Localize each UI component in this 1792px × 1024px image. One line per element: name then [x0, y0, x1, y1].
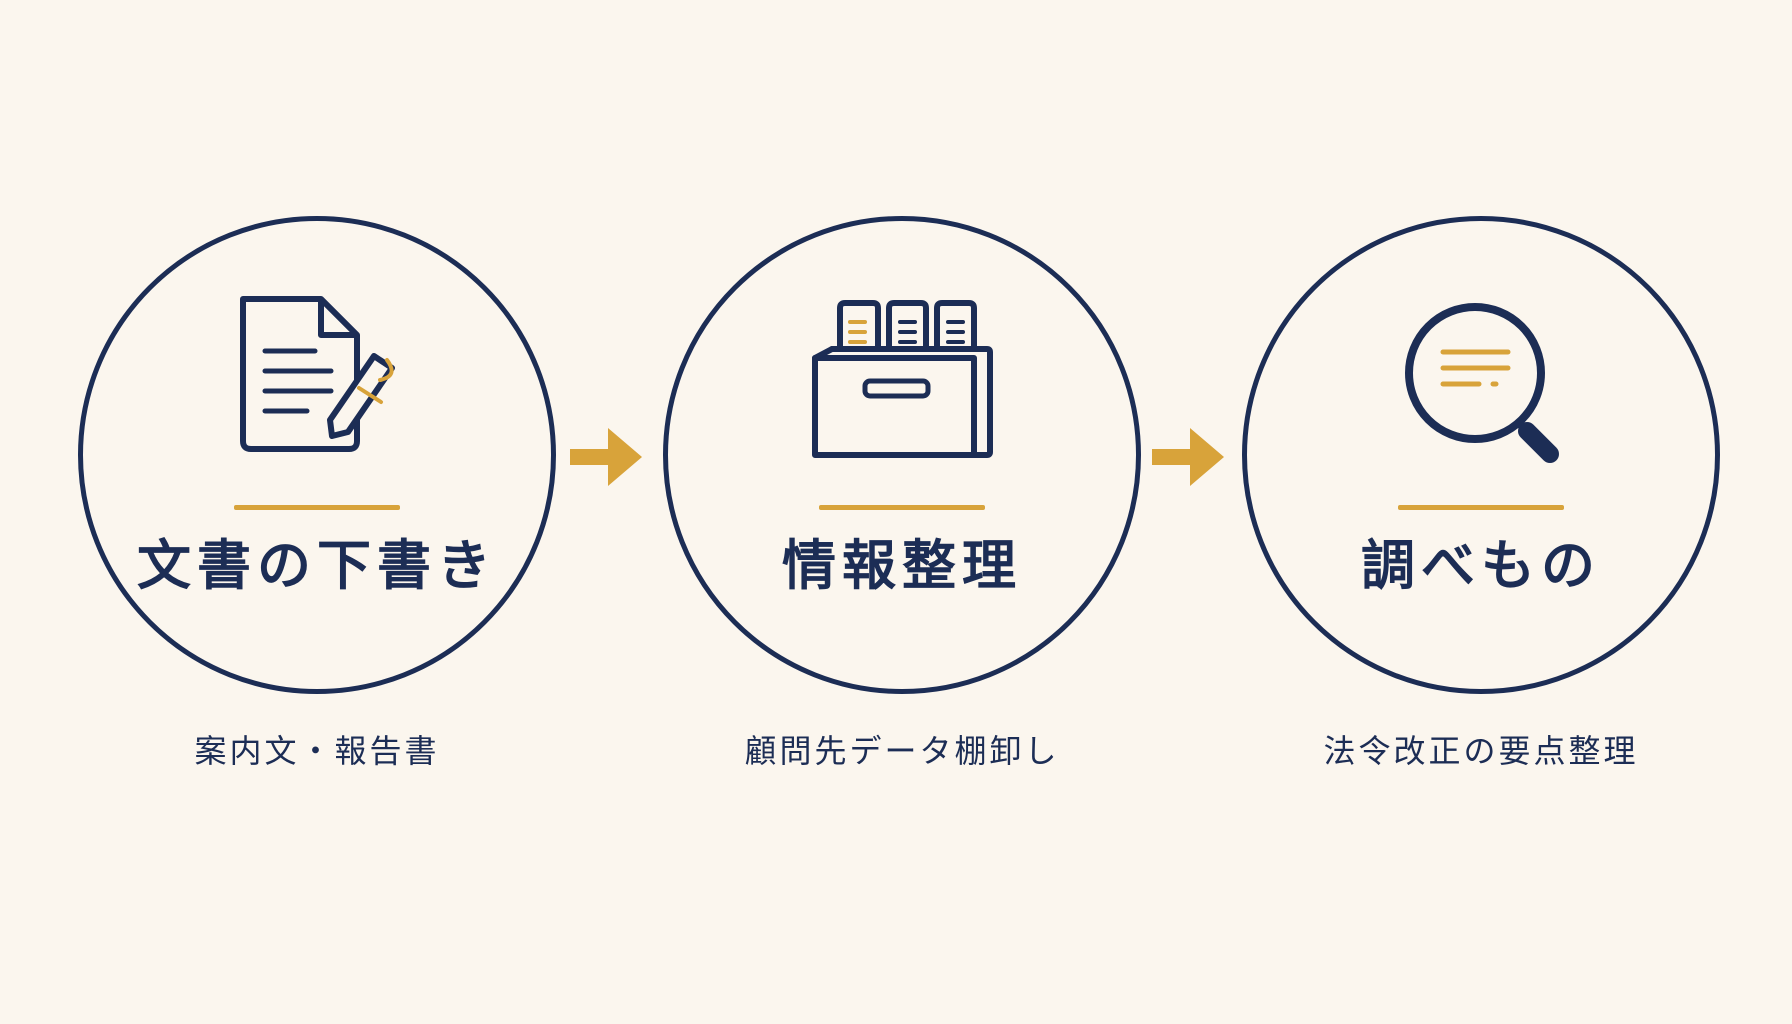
step-title: 情報整理 [782, 534, 1022, 597]
magnifying-glass-icon [1371, 296, 1591, 496]
step-caption: 顧問先データ棚卸し [744, 732, 1060, 770]
step-caption: 法令改正の要点整理 [1323, 732, 1639, 770]
step-title: 文書の下書き [137, 534, 497, 597]
gold-divider [234, 505, 400, 510]
step-information-organizing: 情報整理 [663, 216, 1141, 694]
document-with-pen-icon [207, 296, 427, 496]
arrow-right-icon [1150, 422, 1226, 492]
step-document-drafting: 文書の下書き [78, 216, 556, 694]
file-box-icon [792, 296, 1012, 496]
gold-divider [1398, 505, 1564, 510]
step-caption: 案内文・報告書 [194, 732, 440, 770]
arrow-right-icon [568, 422, 644, 492]
step-title: 調べもの [1361, 534, 1601, 597]
step-research: 調べもの [1242, 216, 1720, 694]
gold-divider [819, 505, 985, 510]
